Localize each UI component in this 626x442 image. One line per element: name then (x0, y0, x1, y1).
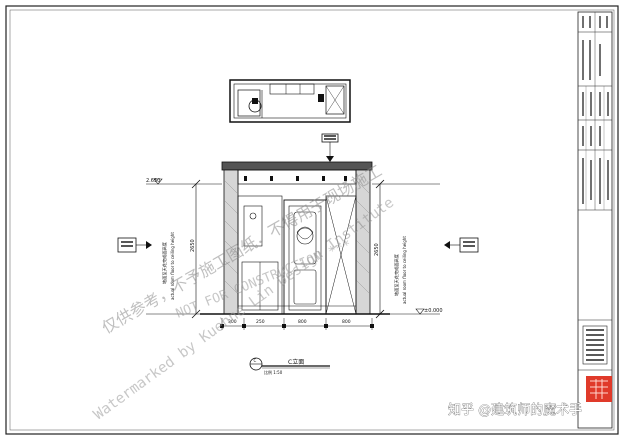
bottom-dim-3: 800 (342, 319, 351, 325)
bottom-dim-2: 800 (298, 319, 307, 325)
bottom-dim-1: 250 (256, 319, 265, 325)
elevation-marker-top (321, 133, 339, 162)
ceiling-slab (221, 161, 373, 171)
view-scale: 比例 1:50 (264, 369, 283, 375)
bottom-dim-0: 300 (228, 319, 237, 325)
elevation-drawing (200, 161, 390, 315)
view-title-block (249, 357, 330, 371)
source-credit: 知乎 @建筑师的魔术手 (448, 402, 582, 418)
plan-key (229, 79, 351, 123)
view-title: C立面 (288, 358, 304, 366)
seal-pattern (590, 379, 608, 399)
right-panel (325, 195, 357, 315)
right-dimensions (372, 179, 440, 319)
level-top-left: 2.650 (146, 178, 160, 184)
elevation-marker-left (117, 237, 152, 253)
inner-frame (9, 9, 615, 431)
left-dimensions (146, 178, 222, 319)
door-leaf (288, 205, 322, 311)
title-block-logo-area (582, 325, 608, 365)
view-tag: C (254, 358, 257, 363)
red-seal-stamp (586, 376, 612, 402)
bottom-dimension-chain (220, 318, 374, 330)
height-dimension-left: 2650 (190, 239, 196, 252)
height-note-left-en: actual room floor to ceiling height (170, 232, 175, 300)
height-note-right-en: actual room floor to ceiling height (402, 236, 407, 304)
level-bottom-right: ±0.000 (424, 308, 443, 314)
height-note-left-cn: 地面至天花完成面高度 (161, 241, 168, 284)
outer-frame (5, 5, 619, 435)
height-dimension-right: 2650 (374, 243, 380, 256)
height-note-right-cn: 地面至天花完成面高度 (393, 253, 400, 296)
elevation-marker-right (444, 237, 479, 253)
title-block (577, 11, 613, 429)
